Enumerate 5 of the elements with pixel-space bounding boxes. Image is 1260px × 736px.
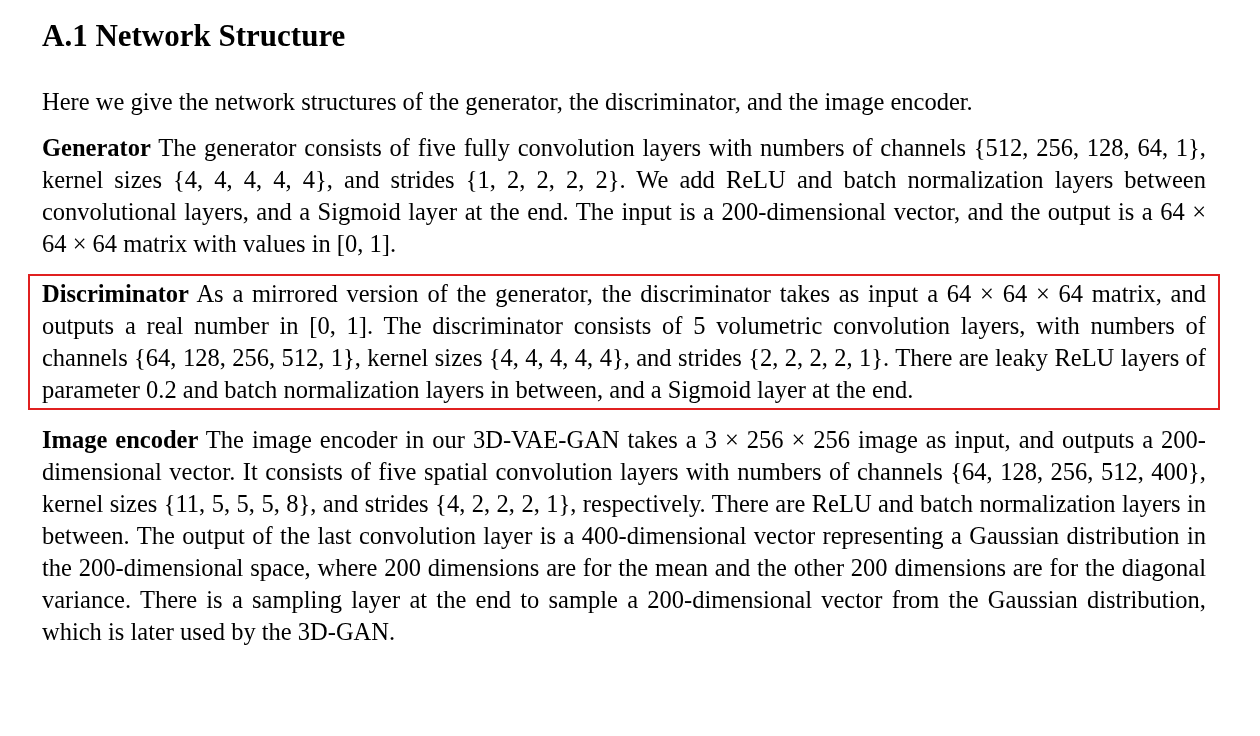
paragraph: Image encoder The image encoder in our 3D-VAE-GAN takes a 3 × 256 × 256 image as input, and outputs a 200-dimensional vector. It consists of five spatial convolution layers with numbers of channels {64, 128, 256, 512, 400}, kernel sizes {11, 5, 5, 5, 8}, and strides {4, 2, 2, 2, 1}, respectively. There are ReLU and batch normalization layers in between. The output of the last convolution layer is a 400-dimensional vector representing a Gaussian distribution in the 200-dimensional space, where 200 dimensions are for the mean and the other 200 dimensions are for the diagonal variance. There is a sampling layer at the end to sample a 200-dimensional vector from the Gaussian distribution, which is later used by the 3D-GAN. <box>42 425 1206 647</box>
section-heading: A.1 Network Structure <box>42 17 347 55</box>
paragraph: Here we give the network structures of the generator, the discriminator, and the image encoder. <box>42 87 974 117</box>
paragraph: Discriminator As a mirrored version of the generator, the discriminator takes as input a 64 × 64 × 64 matrix, and outputs a real number in [0, 1]. The discriminator consists of 5 volumetric convolution layers, with numbers of channels {64, 128, 256, 512, 1}, kernel sizes {4, 4, 4, 4, 4}, and strides {2, 2, 2, 2, 1}. There are leaky ReLU layers of parameter 0.2 and batch normalization layers in between, and a Sigmoid layer at the end. <box>42 279 1206 405</box>
paragraph: Generator The generator consists of five fully convolution layers with numbers of channels {512, 256, 128, 64, 1}, kernel sizes {4, 4, 4, 4, 4}, and strides {1, 2, 2, 2, 2}. We add ReLU and batch normalization layers between convolutional layers, and a Sigmoid layer at the end. The input is a 200-dimensional vector, and the output is a 64 × 64 × 64 matrix with values in [0, 1]. <box>42 133 1206 259</box>
